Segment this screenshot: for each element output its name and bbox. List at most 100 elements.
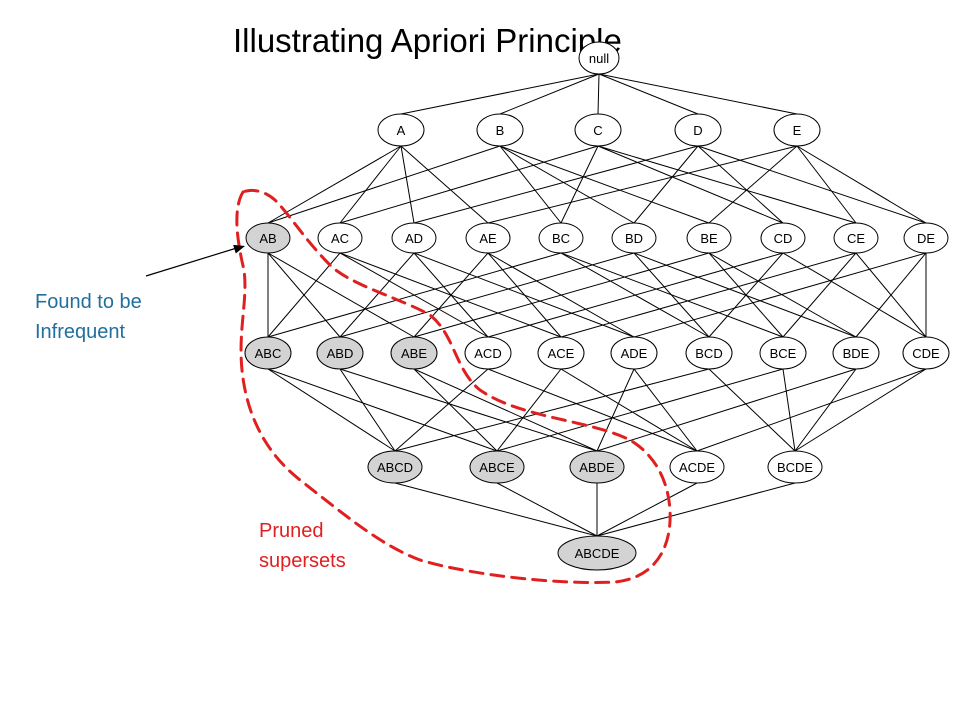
- itemset-ellipse: [903, 222, 949, 254]
- itemset-node-ABCD: ABCD: [367, 450, 423, 484]
- lattice-edge-D-AD: [413, 145, 699, 224]
- itemset-label: BCE: [770, 346, 797, 361]
- lattice-edge-ACE-ACDE: [560, 368, 698, 452]
- itemset-ellipse: [569, 450, 625, 484]
- lattice-edge-ADE-ACDE: [633, 368, 698, 452]
- annotation-line: supersets: [259, 550, 346, 572]
- lattice-edge-BD-BCD: [633, 252, 710, 338]
- itemset-node-BD: BD: [611, 222, 657, 254]
- itemset-ellipse: [902, 336, 950, 370]
- itemset-label: BDE: [843, 346, 870, 361]
- itemset-ellipse: [245, 222, 291, 254]
- itemset-label: BE: [700, 231, 718, 246]
- lattice-edge-BCE-ABCE: [496, 368, 784, 452]
- lattice-edge-BD-BDE: [633, 252, 857, 338]
- lattice-edge-E-CE: [796, 145, 857, 224]
- lattice-edge-AC-ABC: [267, 252, 341, 338]
- lattice-edge-A-AE: [400, 145, 489, 224]
- itemset-node-null: null: [578, 41, 620, 75]
- itemset-label: A: [397, 123, 406, 138]
- itemset-ellipse: [760, 222, 806, 254]
- itemset-node-ABC: ABC: [244, 336, 292, 370]
- itemset-label: CD: [774, 231, 793, 246]
- lattice-edge-ACD-ABCD: [394, 368, 489, 452]
- lattice-edge-E-DE: [796, 145, 927, 224]
- itemset-label: ABCDE: [575, 546, 620, 561]
- itemset-ellipse: [464, 336, 512, 370]
- itemset-label: AC: [331, 231, 349, 246]
- itemset-label: ABCD: [377, 460, 413, 475]
- lattice-edge-ACE-ABCE: [496, 368, 562, 452]
- itemset-ellipse: [537, 336, 585, 370]
- itemset-node-BCE: BCE: [759, 336, 807, 370]
- itemset-ellipse: [832, 336, 880, 370]
- lattice-edge-BCDE-ABCDE: [596, 482, 796, 537]
- itemset-label: BCD: [695, 346, 722, 361]
- lattice-edge-CDE-BCDE: [794, 368, 927, 452]
- itemset-label: ADE: [621, 346, 648, 361]
- itemset-node-BCD: BCD: [685, 336, 733, 370]
- itemset-node-AD: AD: [391, 222, 437, 254]
- lattice-edges: [267, 73, 927, 537]
- lattice-edge-ADE-ABDE: [596, 368, 635, 452]
- itemset-ellipse: [669, 450, 725, 484]
- itemset-ellipse: [391, 222, 437, 254]
- itemset-label: CE: [847, 231, 865, 246]
- lattice-edge-AE-ACE: [487, 252, 562, 338]
- lattice-edge-AD-ABD: [339, 252, 415, 338]
- itemset-node-BDE: BDE: [832, 336, 880, 370]
- lattice-edge-DE-ADE: [633, 252, 927, 338]
- itemset-label: ABDE: [579, 460, 615, 475]
- itemset-label: ABD: [327, 346, 354, 361]
- itemset-label: ACD: [474, 346, 501, 361]
- itemset-ellipse: [538, 222, 584, 254]
- itemset-label: AB: [259, 231, 276, 246]
- lattice-edge-ABE-ABCE: [413, 368, 498, 452]
- itemset-ellipse: [686, 222, 732, 254]
- lattice-edge-CDE-ACDE: [696, 368, 927, 452]
- itemset-label: AD: [405, 231, 423, 246]
- itemset-ellipse: [833, 222, 879, 254]
- lattice-edge--D: [598, 73, 699, 115]
- itemset-node-E: E: [773, 113, 821, 147]
- lattice-edge-DE-BDE: [855, 252, 927, 338]
- itemset-label: ABC: [255, 346, 282, 361]
- lattice-edge-ABD-ABDE: [339, 368, 598, 452]
- lattice-edge-BCD-BCDE: [708, 368, 796, 452]
- pruned-supersets-annotation: Pruned supersets: [259, 516, 409, 576]
- lattice-edge--B: [499, 73, 600, 115]
- annotation-line: Found to be: [35, 291, 142, 313]
- lattice-edge-C-AC: [339, 145, 599, 224]
- itemset-node-BC: BC: [538, 222, 584, 254]
- itemset-ellipse: [611, 222, 657, 254]
- itemset-label: ABCE: [479, 460, 515, 475]
- itemset-node-CDE: CDE: [902, 336, 950, 370]
- itemset-node-A: A: [377, 113, 425, 147]
- itemset-ellipse: [578, 41, 620, 75]
- lattice-edge-ABC-ABCE: [267, 368, 498, 452]
- lattice-edge-AB-ABE: [267, 252, 415, 338]
- itemset-node-ADE: ADE: [610, 336, 658, 370]
- lattice-edge-ABCD-ABCDE: [394, 482, 598, 537]
- itemset-label: ACDE: [679, 460, 715, 475]
- lattice-edge-CE-BCE: [782, 252, 857, 338]
- itemset-ellipse: [390, 336, 438, 370]
- lattice-edge-ABCE-ABCDE: [496, 482, 598, 537]
- slide-title: Illustrating Apriori Principle: [233, 22, 622, 59]
- lattice-edge-B-BD: [499, 145, 635, 224]
- itemset-label: BCDE: [777, 460, 813, 475]
- itemset-label: ACE: [548, 346, 575, 361]
- itemset-label: BD: [625, 231, 643, 246]
- itemset-node-ACD: ACD: [464, 336, 512, 370]
- lattice-edge-C-BC: [560, 145, 599, 224]
- itemset-ellipse: [377, 113, 425, 147]
- itemset-ellipse: [244, 336, 292, 370]
- lattice-edge-B-BC: [499, 145, 562, 224]
- lattice-edge-C-CE: [597, 145, 857, 224]
- lattice-edge-ACD-ACDE: [487, 368, 698, 452]
- lattice-edge-B-AB: [267, 145, 501, 224]
- itemset-label: ABE: [401, 346, 427, 361]
- lattice-edge--E: [598, 73, 798, 115]
